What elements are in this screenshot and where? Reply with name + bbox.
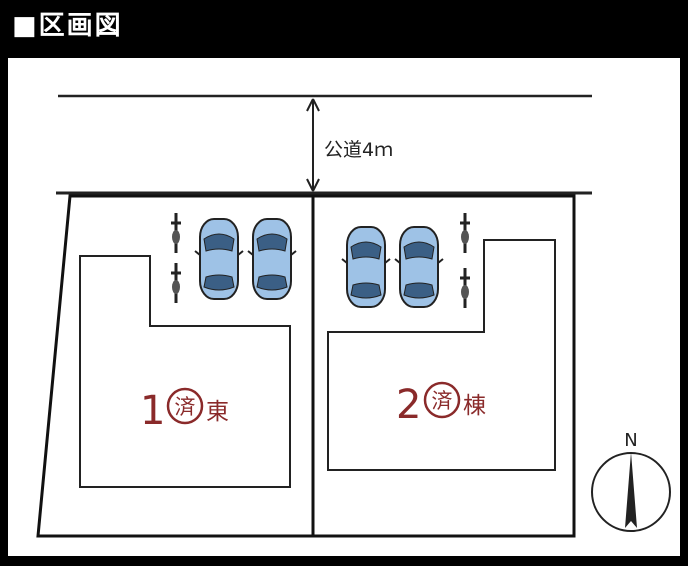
bike-lot-2-a — [458, 211, 472, 255]
lot-2-number: 2 — [396, 382, 421, 428]
site-plan-paper — [8, 58, 680, 556]
lot-1-stamp: 済 — [175, 395, 196, 419]
lot-2-building — [327, 239, 556, 471]
compass-north-label: N — [624, 430, 637, 451]
diagram-title: ■区画図 — [12, 11, 123, 41]
site-boundary — [36, 194, 576, 538]
lot-2-stamp: 済 — [432, 389, 453, 413]
road-label: 公道4ｍ — [324, 139, 393, 161]
lot-1-number: 1 — [140, 388, 165, 434]
bike-lot-2-b — [458, 266, 472, 310]
arrow-head-top — [306, 98, 320, 112]
lot-1-building — [79, 255, 291, 488]
compass-needle-icon — [625, 452, 637, 528]
lot-1-suffix: 東 — [206, 399, 229, 425]
car-lot-2-b — [394, 226, 444, 308]
bike-lot-1-a — [169, 211, 183, 255]
car-lot-2-a — [341, 226, 391, 308]
arrow-head-bottom — [306, 178, 320, 192]
car-lot-1-b — [247, 218, 297, 300]
lot-2-suffix: 棟 — [463, 393, 486, 419]
lot-2-stamp-circle — [423, 381, 461, 419]
bike-lot-1-b — [169, 261, 183, 305]
car-lot-1-a — [194, 218, 244, 300]
lot-1-stamp-circle — [166, 387, 204, 425]
